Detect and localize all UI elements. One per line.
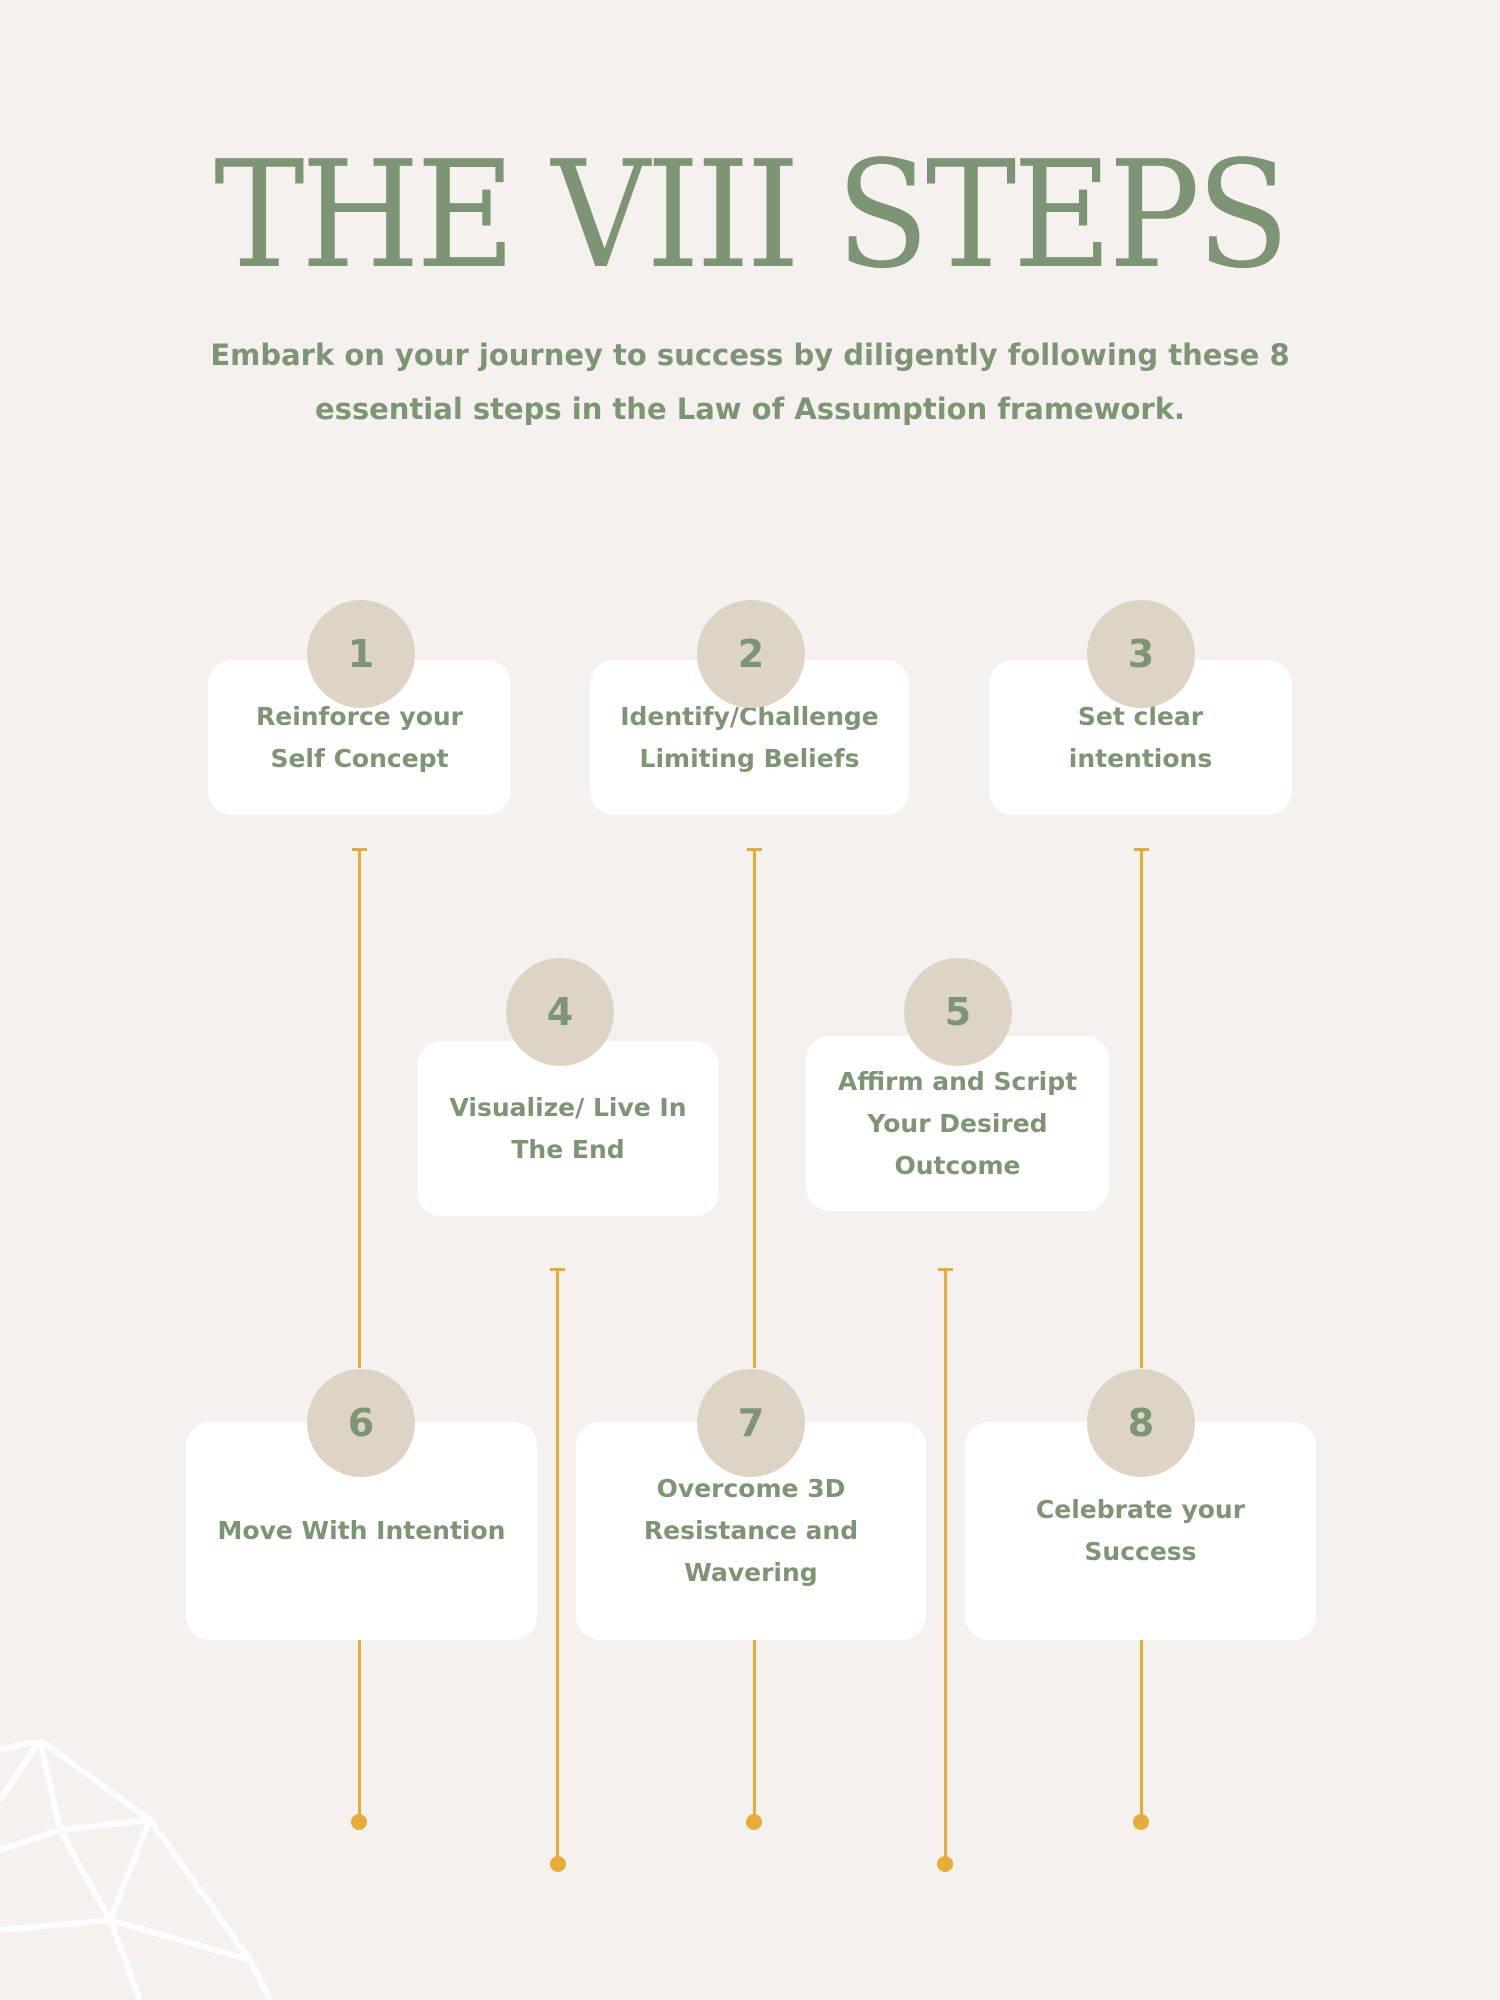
connector-dot [937,1856,953,1872]
connector-dot [746,1814,762,1830]
connector-line [358,1640,361,1822]
connector-dot [550,1856,566,1872]
step-number-badge: 6 [307,1369,415,1477]
connector-dot [1133,1814,1149,1830]
step-label: Set clear intentions [1068,701,1213,773]
step-label: Identify/Challenge Limiting Beliefs [620,701,879,773]
step-number-badge: 5 [904,958,1012,1066]
step-number-badge: 1 [307,600,415,708]
connector-line [1140,848,1143,1368]
step-number-badge: 7 [697,1369,805,1477]
step-label: Celebrate your Success [1035,1495,1246,1566]
connector-line [944,1268,947,1864]
page-title: THE VIII STEPS [213,129,1290,301]
step-label: Move With Intention [217,1516,506,1545]
step-card-1: Reinforce your Self Concept [208,660,511,815]
step-label: Affirm and Script Your Desired Outcome [837,1066,1078,1180]
step-number-badge: 3 [1087,600,1195,708]
step-number-badge: 4 [506,958,614,1066]
connector-line [753,1640,756,1822]
step-label: Reinforce your Self Concept [255,701,464,773]
page-subtitle: Embark on your journey to success by dil… [210,338,1290,426]
crystal-decoration-icon [0,1740,273,2000]
step-label: Overcome 3D Resistance and Wavering [643,1474,859,1587]
connector-line [556,1268,559,1864]
connector-dot [351,1814,367,1830]
connector-line [1140,1640,1143,1822]
step-label: Visualize/ Live In The End [449,1092,687,1164]
step-card-4: Visualize/ Live In The End [417,1041,719,1216]
connector-line [753,848,756,1368]
connector-line [358,848,361,1368]
step-number-badge: 2 [697,600,805,708]
step-number-badge: 8 [1087,1369,1195,1477]
step-card-5: Affirm and Script Your Desired Outcome [806,1036,1109,1211]
